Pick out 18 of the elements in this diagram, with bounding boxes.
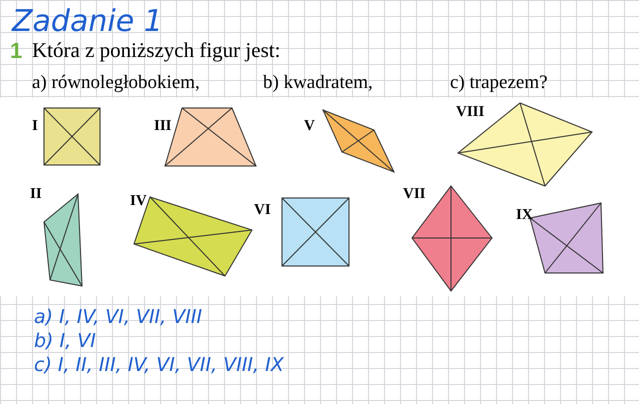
answer-option: a) równoległobokiem, <box>32 72 200 94</box>
figure-label: IX <box>516 207 533 224</box>
question-text: Która z poniższych figur jest: <box>32 38 280 63</box>
title: Zadanie 1 <box>12 4 163 39</box>
handwritten-answer: c) I, II, III, IV, VI, VII, VIII, IX <box>34 354 284 376</box>
handwritten-answer: a) I, IV, VI, VII, VIII <box>34 306 202 328</box>
figure-label: VII <box>403 186 426 203</box>
handwritten-answer: b) I, VI <box>34 330 96 352</box>
figure-label: VIII <box>456 104 484 121</box>
figure-label: IV <box>130 193 147 210</box>
figure-label: III <box>154 118 172 135</box>
answer-option: b) kwadratem, <box>263 72 373 94</box>
figure-label: V <box>304 118 315 135</box>
figure-label: I <box>32 118 38 135</box>
figure-label: II <box>30 186 42 203</box>
figure-label: VI <box>254 202 271 219</box>
exercise-number: 1 <box>10 38 22 64</box>
answer-option: c) trapezem? <box>450 72 548 94</box>
